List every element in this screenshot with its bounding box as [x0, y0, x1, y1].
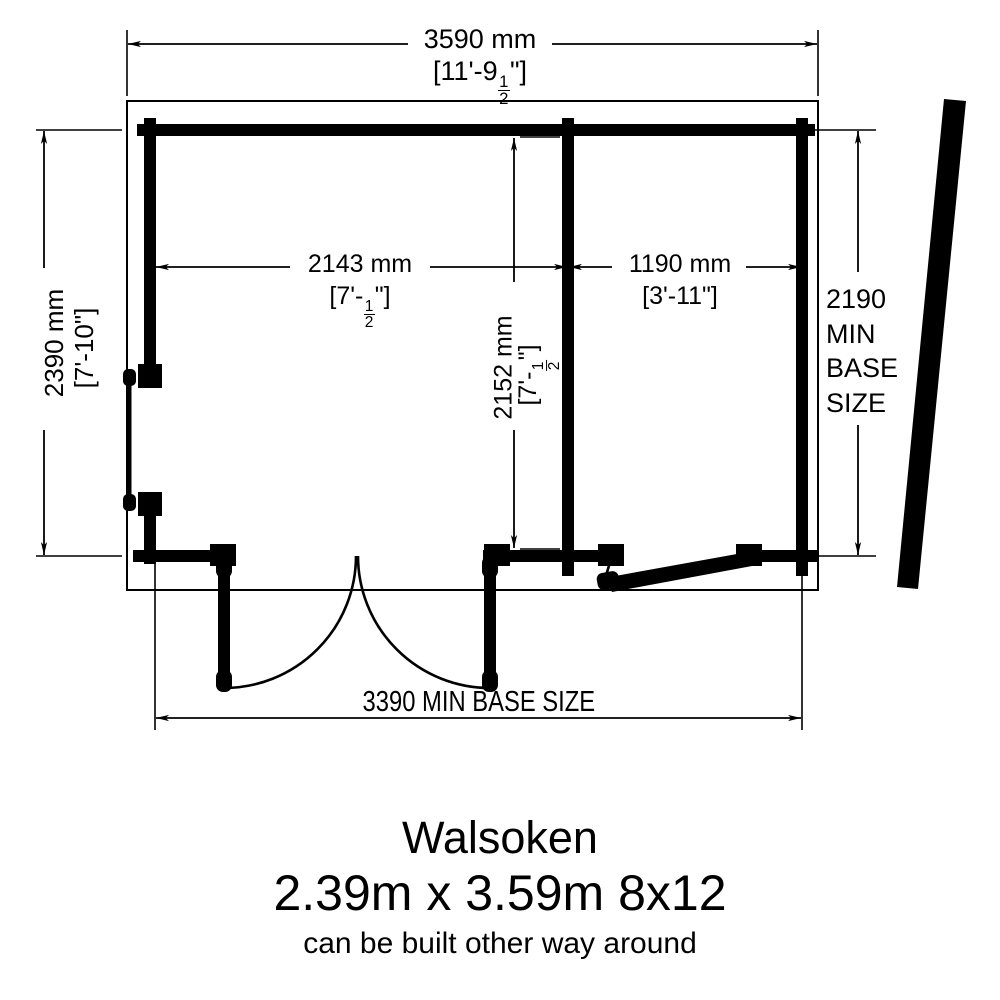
- slanted-bar-marker: [897, 99, 966, 589]
- min-base-outline: [126, 100, 819, 591]
- dim-right-room-imperial: [3'-11"]: [642, 282, 718, 310]
- wall-centre-partition: [562, 118, 574, 576]
- dim-overall-height-imperial: [7'-10"]: [69, 307, 99, 389]
- fraction-numerator: 1: [497, 72, 510, 92]
- dim-base-width-note: 3390 MIN BASE SIZE: [279, 688, 679, 717]
- dim-left-room-metric: 2143 mm: [307, 250, 413, 278]
- door-handle-double-right: [482, 670, 498, 692]
- base-height-note-line2: MIN: [826, 318, 876, 349]
- fraction-numerator: 1: [529, 360, 547, 372]
- door-leaf-double-left: [218, 560, 230, 688]
- door-swing-arc-single: [602, 559, 613, 587]
- base-height-note-line3: BASE: [826, 353, 899, 384]
- wall-top: [137, 124, 815, 136]
- wall-bottom-middle-stub: [483, 550, 614, 562]
- dim-base-height-note: 2190 MIN BASE SIZE: [826, 282, 936, 420]
- window-jamb-top: [138, 364, 162, 388]
- door-swing-arc-double-right: [356, 555, 491, 690]
- dim-interior-height-imperial-suffix: "]: [514, 344, 543, 361]
- wall-bottom-left-stub: [133, 550, 230, 562]
- dim-overall-width-imperial-prefix: [11'-9: [432, 56, 498, 86]
- door-handle-double-left: [216, 670, 232, 692]
- fraction-denominator: 2: [364, 313, 374, 331]
- fraction-numerator: 1: [363, 297, 375, 315]
- dim-interior-height-metric: 2152 mm: [489, 315, 518, 420]
- dim-overall-width-imperial-suffix: "]: [509, 56, 528, 86]
- fraction-denominator: 2: [499, 89, 509, 109]
- model-name: Walsoken: [402, 812, 598, 863]
- wall-left-upper: [144, 118, 156, 376]
- fraction-denominator: 2: [545, 361, 563, 371]
- model-note: can be built other way around: [303, 927, 697, 960]
- title-block: Walsoken 2.39m x 3.59m 8x12 can be built…: [0, 815, 1000, 960]
- door-hinge-double-left: [216, 556, 232, 578]
- wall-right: [796, 118, 808, 576]
- window-sash-stop-top: [123, 369, 136, 386]
- dim-right-room-metric: 1190 mm: [628, 250, 732, 278]
- door-hinge-double-right: [482, 556, 498, 578]
- base-height-note-line1: 2190: [826, 284, 887, 314]
- base-height-note-line4: SIZE: [826, 387, 887, 418]
- window-sash-stop-bottom: [123, 494, 136, 511]
- dim-overall-height-metric: 2390 mm: [39, 288, 69, 398]
- window-jamb-bottom: [138, 492, 162, 516]
- door-swing-arc-double-left: [223, 555, 358, 690]
- door-leaf-single: [604, 552, 752, 592]
- dimension-lines: [40, 40, 862, 722]
- dim-left-room-imperial-prefix: [7'-: [329, 282, 364, 310]
- dim-overall-width-metric: 3590 mm: [423, 24, 537, 54]
- model-size: 2.39m x 3.59m 8x12: [273, 865, 727, 921]
- dim-left-room-imperial-suffix: "]: [374, 282, 391, 310]
- door-handle-single: [596, 571, 620, 590]
- door-jamb-sd-left: [598, 544, 624, 566]
- base-width-note-text: 3390 MIN BASE SIZE: [362, 686, 596, 718]
- dim-interior-height-imperial-prefix: [7'-: [514, 371, 543, 406]
- door-leaf-double-right: [484, 560, 496, 688]
